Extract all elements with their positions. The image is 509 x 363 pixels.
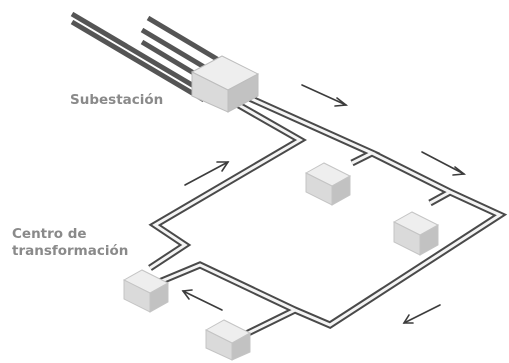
flow-arrow: [184, 161, 230, 186]
transformation-center-label: Centro de transformación: [12, 226, 128, 260]
transformation-center-label-line2: transformación: [12, 243, 129, 259]
flow-arrow: [301, 84, 349, 107]
feed-line: [70, 11, 206, 95]
flow-arrow: [402, 304, 441, 324]
flow-arrows: [181, 84, 467, 324]
feed-lines: [70, 11, 224, 103]
substation-box: [190, 55, 260, 113]
transformation-center-2: [392, 211, 440, 256]
transformation-center-4: [204, 319, 252, 361]
transformation-center-1: [304, 162, 352, 206]
conduit-loop: [138, 88, 508, 341]
flow-arrow: [421, 151, 467, 176]
flow-arrow: [181, 289, 223, 311]
substation-label: Subestación: [70, 92, 164, 108]
transformation-center-3: [122, 269, 170, 313]
transformation-center-label-line1: Centro de: [12, 226, 87, 242]
feed-line: [146, 15, 224, 65]
feed-line: [70, 19, 206, 103]
